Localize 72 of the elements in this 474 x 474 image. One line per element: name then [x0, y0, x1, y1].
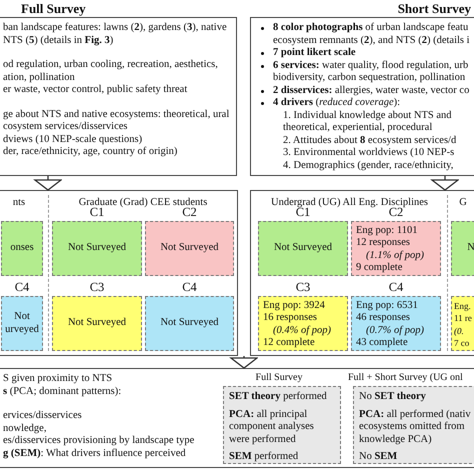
item-text: dviews (10 NEP-scale questions) [3, 134, 144, 146]
item-text: 4 drivers (reduced coverage): [259, 97, 473, 110]
item-text: es/disservices provisioning by landscape type [3, 435, 196, 448]
cohort-label: C1 [296, 206, 310, 218]
item-text: 2 disservices: allergies, water waste, vector co [259, 84, 473, 97]
item-text: 3. Environmental worldviews (10 NEP-s [282, 147, 456, 160]
cell-text: 7 co [454, 336, 470, 350]
group-panel [250, 190, 474, 356]
block-arrow [230, 355, 258, 369]
item-text: g (SEM): What drivers influence perceived [3, 448, 187, 460]
cohort-label: C4 [14, 281, 30, 294]
column-heading: Graduate (Grad) CEE students [78, 197, 208, 208]
column-heading: nts [12, 197, 26, 208]
cell-text: 11 re [454, 312, 472, 325]
cell-text: Eng pop: 3924 [263, 300, 325, 312]
cohort-cell [1, 221, 43, 276]
item-text: 8 color photographs of urban landscape featu ecosystem remnants (2), and NTS (2) (details i [259, 22, 473, 47]
item-text: cosystem services/disservices [3, 121, 129, 134]
cell-text: onses [10, 242, 34, 255]
cell-text: Eng pop: 1101 [356, 225, 418, 238]
box-heading: Full + Short Survey (UG onl [348, 372, 464, 384]
item-text: 4. Demographics (gender, race/ethnicity, [282, 160, 454, 172]
cell-text: (1.1% of pop) [365, 250, 424, 262]
cell-text: 16 responses [263, 312, 317, 325]
cell-text: Eng. [454, 300, 471, 312]
item-text: ban landscape features: lawns (2), gardens (3), native NTS (5) (details in Fig. 3) [3, 22, 228, 47]
item-text: 2. Attitudes about 8 ecosystem services/d [282, 134, 458, 147]
panel-heading: Short Survey [398, 1, 471, 17]
item-text: er waste, vector control, public safety threat [3, 84, 188, 96]
summary-text: PCA: all performed (nativ ecosystems omitted from knowledge PCA) [359, 408, 471, 446]
cohort-label: C1 [90, 206, 104, 218]
cell-text: (0.4% of pop) [272, 324, 332, 337]
cell-text: Eng pop: 6531 [356, 300, 418, 312]
block-arrow [431, 175, 459, 191]
panel-heading: Full Survey [21, 1, 86, 17]
summary-text: No SET theory [359, 391, 427, 404]
item-text: ge about NTS and native ecosystems: theoretical, ural [3, 108, 230, 121]
cohort-label: C4 [388, 281, 404, 294]
cohort-label: C2 [182, 206, 197, 218]
cell-text: Not Surveyed [160, 317, 219, 330]
item-text: s (PCA; dominant patterns): [3, 386, 122, 398]
cell-text: (0. [454, 324, 464, 337]
cohort-label: C3 [88, 281, 106, 294]
cell-text: 12 responses [356, 237, 410, 250]
box-heading: Full Survey [254, 372, 304, 384]
cell-text: Not Surveyed [68, 317, 126, 330]
cell-text: 12 complete [263, 336, 315, 350]
block-arrow [34, 175, 62, 191]
survey-panel [0, 368, 474, 468]
summary-text: No SEM [359, 451, 398, 464]
column-heading: Undergrad (UG) All Eng. Disciplines [270, 197, 429, 208]
item-text: ervices/disservices [3, 410, 83, 422]
summary-text: SEM performed [229, 451, 300, 464]
cohort-label: C4 [181, 281, 198, 294]
cell-text: 43 complete [356, 336, 408, 350]
group-panel [0, 190, 238, 356]
cohort-label: C3 [294, 281, 312, 294]
column-heading: G [458, 197, 468, 208]
cell-text: 46 responses [356, 312, 410, 325]
cell-text: Not Surveyed [160, 242, 219, 255]
cell-text: Not Surveyed [274, 242, 332, 255]
item-text: nowledge, [3, 422, 48, 435]
cell-text: (0.7% of pop) [365, 324, 424, 337]
cell-text: 9 complete [356, 262, 402, 274]
cohort-label: C2 [388, 206, 404, 218]
summary-text: SET theory performed [229, 391, 328, 404]
item-text: S given proximity to NTS [3, 373, 114, 386]
cell-text: Not Surveyed [68, 242, 126, 255]
cell-text: Not urveyed [4, 311, 40, 336]
item-text: 7 point likert scale [259, 47, 473, 60]
item-text: der, race/ethnicity, age, country of origin) [3, 146, 178, 158]
summary-text: PCA: all principal component analyses were performed [229, 408, 315, 446]
